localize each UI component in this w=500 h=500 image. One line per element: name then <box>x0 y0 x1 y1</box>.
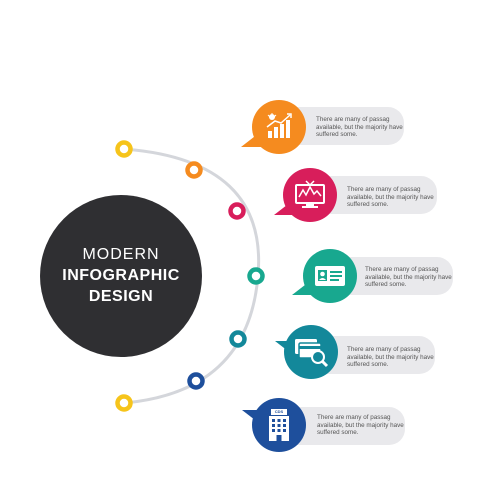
title-line-2: INFOGRAPHIC <box>62 267 180 284</box>
step-1-circle <box>252 100 306 154</box>
step-1-text: There are many of passag available, but … <box>316 116 403 139</box>
id-card-icon <box>315 266 345 286</box>
building-badge: CDS <box>274 409 284 414</box>
step-5-circle: CDS <box>252 398 306 452</box>
step-4-text: There are many of passag available, but … <box>347 346 434 369</box>
step-3-text: There are many of passag available, but … <box>365 266 452 289</box>
arc-dot <box>229 330 247 348</box>
step-3-circle <box>303 249 357 303</box>
arc-dot <box>115 394 133 412</box>
arc-dot <box>185 161 203 179</box>
arc-dot <box>228 202 246 220</box>
title-line-3: DESIGN <box>88 288 154 305</box>
building-icon <box>269 409 289 441</box>
title-line-1: MODERN <box>82 246 160 263</box>
arc-dot <box>115 140 133 158</box>
step-2-text: There are many of passag available, but … <box>347 186 434 209</box>
growth-chart-icon <box>266 113 292 138</box>
arc-dot <box>187 372 205 390</box>
step-5-text: There are many of passag available, but … <box>317 414 404 437</box>
arc-dot <box>247 267 265 285</box>
step-2-circle <box>283 168 337 222</box>
card-search-icon <box>295 339 329 368</box>
monitor-chart-icon <box>295 180 325 208</box>
central-title-circle: MODERN INFOGRAPHIC DESIGN <box>40 195 202 357</box>
step-4-circle <box>284 325 338 379</box>
